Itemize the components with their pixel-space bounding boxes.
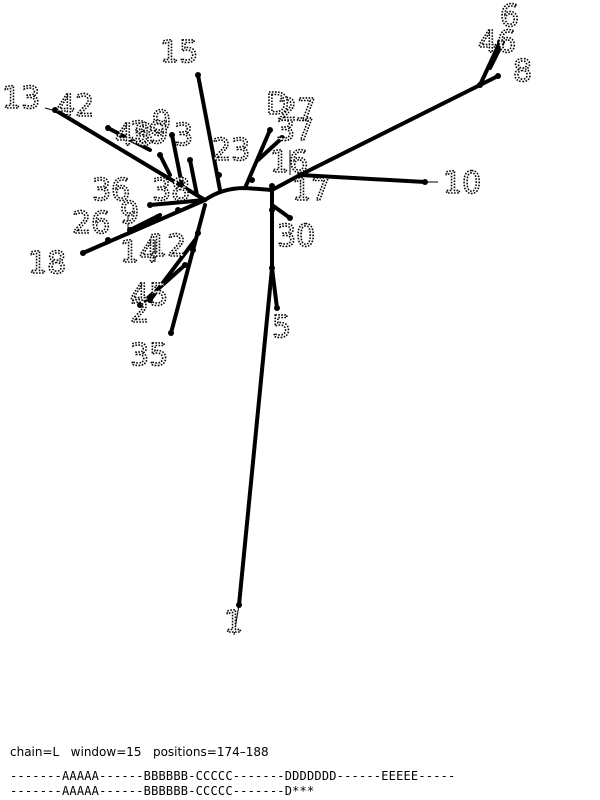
label-leaders [44, 107, 438, 636]
label-5: 5 [272, 310, 291, 345]
node-12 [190, 247, 196, 253]
node-37 [267, 127, 273, 133]
label-23: 23 [212, 133, 250, 168]
node-7 [497, 39, 503, 45]
label-16: 16 [270, 145, 308, 180]
label-45: 45 [130, 278, 168, 313]
label-35: 35 [130, 338, 168, 373]
label-3: 3 [174, 118, 193, 153]
label-18: 18 [28, 246, 66, 281]
label-14: 14 [120, 235, 158, 270]
node-30 [287, 215, 293, 221]
branch-right-main [270, 173, 302, 192]
leader-17 [299, 174, 303, 201]
node-14 [182, 262, 188, 268]
label-1: 1 [224, 605, 243, 640]
node-inner-c [477, 82, 483, 88]
node-8 [495, 73, 501, 79]
label-9-lower: 9 [120, 196, 139, 231]
label-38: 38 [152, 173, 190, 208]
label-46: 46 [478, 25, 516, 60]
node-inner-a [269, 265, 275, 271]
phylogenetic-tree: 1 5 30 8 6 46 10 17 16 37 27 D 23 15 3 9… [1, 0, 533, 641]
node-5 [274, 305, 280, 311]
branch-7 [478, 40, 502, 87]
node-38 [147, 202, 153, 208]
label-10: 10 [443, 166, 481, 201]
branch-5 [270, 266, 279, 310]
label-37: 37 [276, 113, 314, 148]
label-13: 13 [2, 81, 40, 116]
node-inner-h [175, 207, 181, 213]
branch-27 [256, 136, 284, 162]
sequence-line-1: -------AAAAA------BBBBBB-CCCCC-------DDD… [10, 769, 456, 783]
node-15 [195, 72, 201, 78]
node-45 [147, 297, 153, 303]
label-12: 12 [148, 229, 186, 264]
branch-1 [237, 266, 274, 607]
label-15: 15 [160, 35, 198, 70]
label-26: 26 [72, 206, 110, 241]
node-42 [105, 125, 111, 131]
node-inner-e [269, 183, 275, 189]
node-inner-g [216, 172, 222, 178]
label-D: D [266, 87, 289, 122]
label-27: 27 [278, 93, 316, 128]
leader-13 [44, 107, 61, 113]
sequence-line-2: -------AAAAA------BBBBBB-CCCCC-------D**… [10, 784, 315, 798]
label-30: 30 [277, 219, 315, 254]
leader-1 [233, 604, 240, 636]
branch-6 [488, 40, 505, 70]
node-inner-f [249, 177, 255, 183]
label-39: 39 [130, 116, 168, 151]
node-9-upper [157, 152, 163, 158]
branch-30 [270, 203, 292, 220]
node-18 [80, 250, 86, 256]
branch-35 [169, 203, 207, 335]
node-inner-j [195, 230, 201, 236]
tree-branches [53, 40, 505, 607]
branch-38 [148, 198, 207, 207]
branch-13 [53, 108, 207, 202]
label-6-top: 6 [500, 0, 519, 34]
node-inner-b [269, 207, 275, 213]
node-3 [187, 157, 193, 163]
chain-info: chain=L window=15 positions=174–188 [10, 745, 269, 759]
branch-15 [196, 73, 222, 192]
branch-9-upper [158, 153, 172, 177]
label-2: 2 [130, 295, 149, 330]
tree-nodes [52, 39, 503, 608]
label-8: 8 [513, 54, 532, 89]
node-2 [137, 302, 143, 308]
node-39 [169, 132, 175, 138]
label-17: 17 [292, 173, 330, 208]
branch-39 [170, 133, 184, 187]
branch-8 [298, 74, 500, 177]
branch-2 [138, 263, 187, 307]
node-27 [279, 135, 285, 141]
label-9-upper: 9 [152, 105, 171, 140]
branch-3 [188, 158, 199, 197]
branch-18 [81, 198, 207, 255]
label-42: 42 [56, 89, 94, 124]
branch-hub [203, 185, 274, 202]
branch-10 [298, 173, 427, 184]
label-36: 36 [92, 173, 130, 208]
node-26 [105, 237, 111, 243]
node-35 [168, 330, 174, 336]
leaf-labels: 1 5 30 8 6 46 10 17 16 37 27 D 23 15 3 9… [1, 0, 533, 641]
label-48: 48 [115, 118, 153, 153]
branch-9-lower [128, 213, 162, 232]
branch-48 [106, 126, 152, 152]
node-inner-i [155, 214, 161, 220]
